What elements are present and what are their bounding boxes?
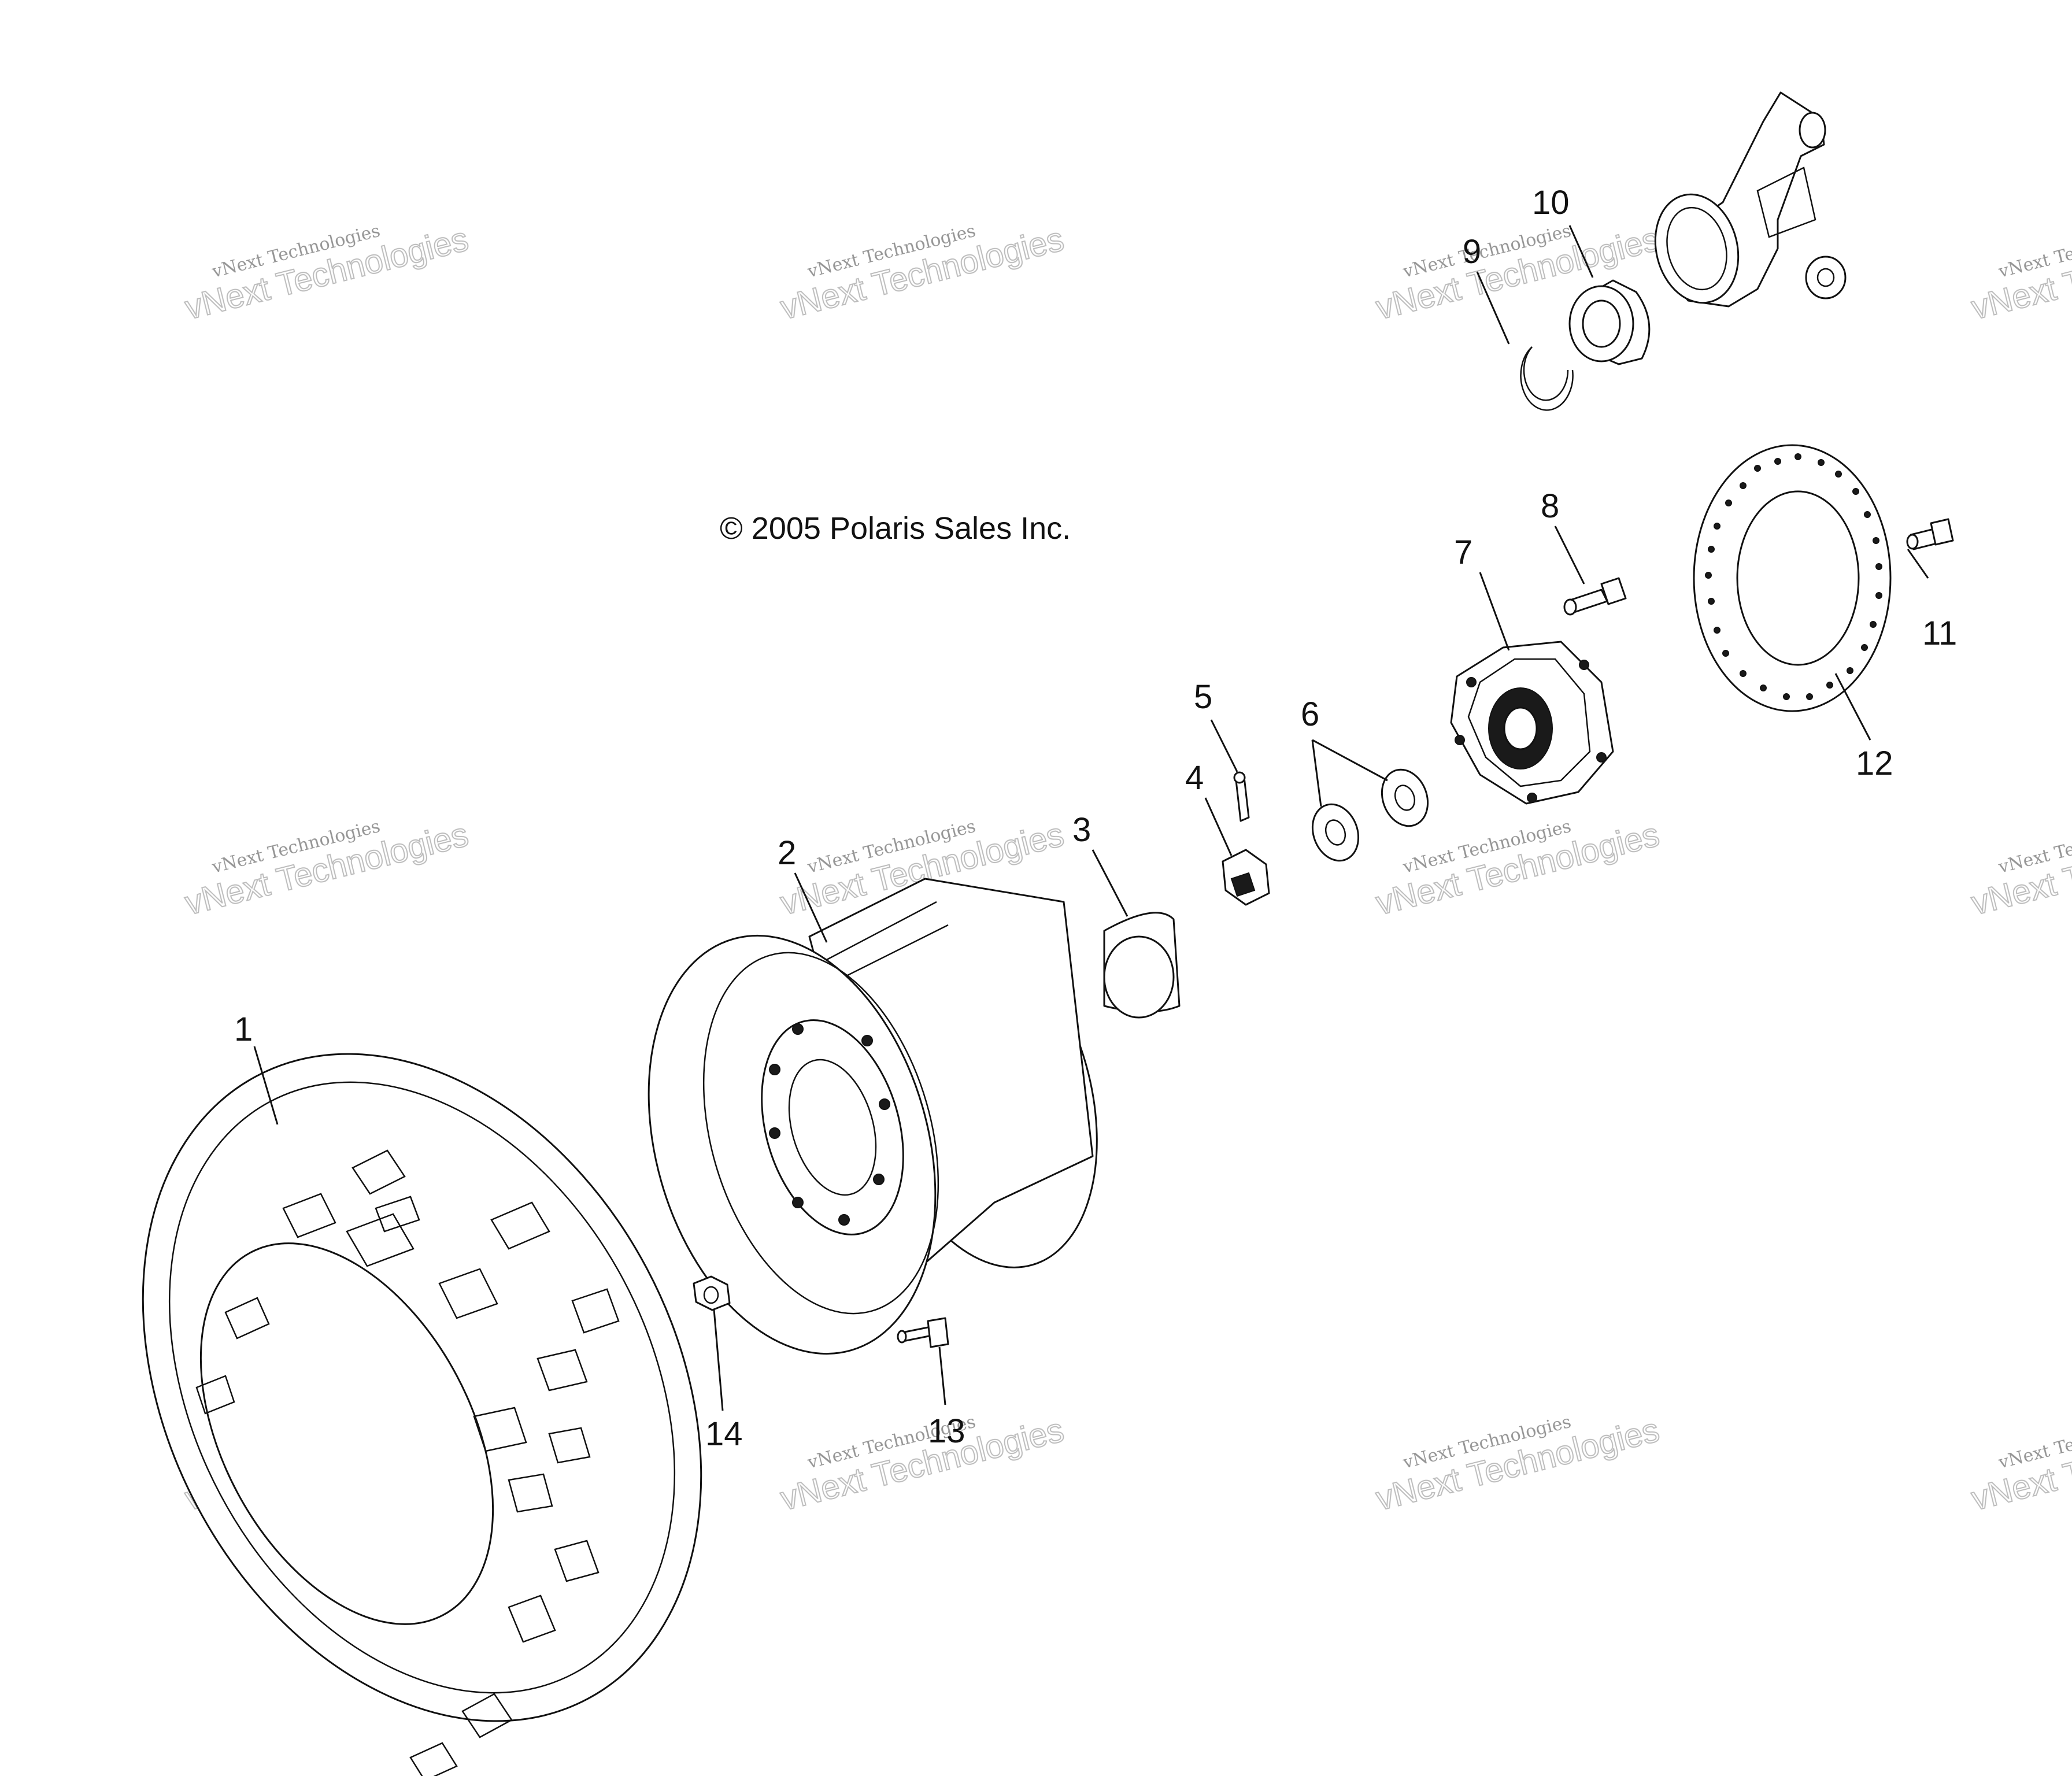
callout-12: 12 [1856,745,1893,782]
callout-13: 13 [928,1412,965,1450]
watermark-tile: vNext Technologies vNext Technologies [776,1411,1068,1518]
bearing-carrier-icon[interactable] [1644,91,1847,312]
tire-icon[interactable] [32,957,812,1776]
watermark-tile: vNext Technologies vNext Technologies [1967,1411,2072,1518]
callout-11: 11 [1922,615,1957,652]
brake-disc-icon[interactable] [1693,444,1892,712]
callout-4: 4 [1185,759,1204,797]
callout-5: 5 [1194,678,1212,716]
callout-7: 7 [1454,534,1472,571]
valve-stem-icon[interactable] [897,1317,949,1348]
callout-6: 6 [1301,695,1319,733]
retaining-ring-icon[interactable] [1520,346,1574,411]
callout-9: 9 [1463,233,1481,271]
copyright-text: © 2005 Polaris Sales Inc. [720,511,1071,546]
callout-8: 8 [1541,487,1559,525]
callout-1: 1 [234,1011,253,1048]
callout-2: 2 [778,834,796,872]
callout-3: 3 [1072,811,1091,849]
disc-bolt-icon[interactable] [1906,518,1954,550]
watermark-tile: vNext Technologies vNext Technologies [181,220,473,327]
wheel-rim-icon[interactable] [602,878,1135,1388]
lug-nut-icon[interactable] [693,1275,731,1311]
callout-14: 14 [705,1415,743,1453]
bearing-icon[interactable] [1568,279,1651,365]
wheel-hub-icon[interactable] [1450,641,1614,805]
hub-cap-icon[interactable] [1103,912,1181,1019]
callout-labels: 1 2 3 4 5 6 7 8 9 10 11 12 13 14 [234,184,1957,1453]
watermark-tile: vNext Technologies vNext Technologies [1967,220,2072,327]
washer-icon[interactable] [1305,763,1435,867]
watermark-tile: vNext Technologies vNext Technologies [776,220,1068,327]
castle-nut-icon[interactable] [1222,849,1270,906]
watermark-tile: vNext Technologies vNext Technologies [1372,1411,1664,1518]
leader-lines [253,225,1929,1411]
callout-10: 10 [1532,184,1570,221]
watermark-tile: vNext Technologies vNext Technologies [1967,815,2072,923]
cotter-pin-icon[interactable] [1233,771,1250,822]
hub-bolt-icon[interactable] [1563,577,1627,616]
watermark-tile: vNext Technologies vNext Technologies [181,815,473,923]
